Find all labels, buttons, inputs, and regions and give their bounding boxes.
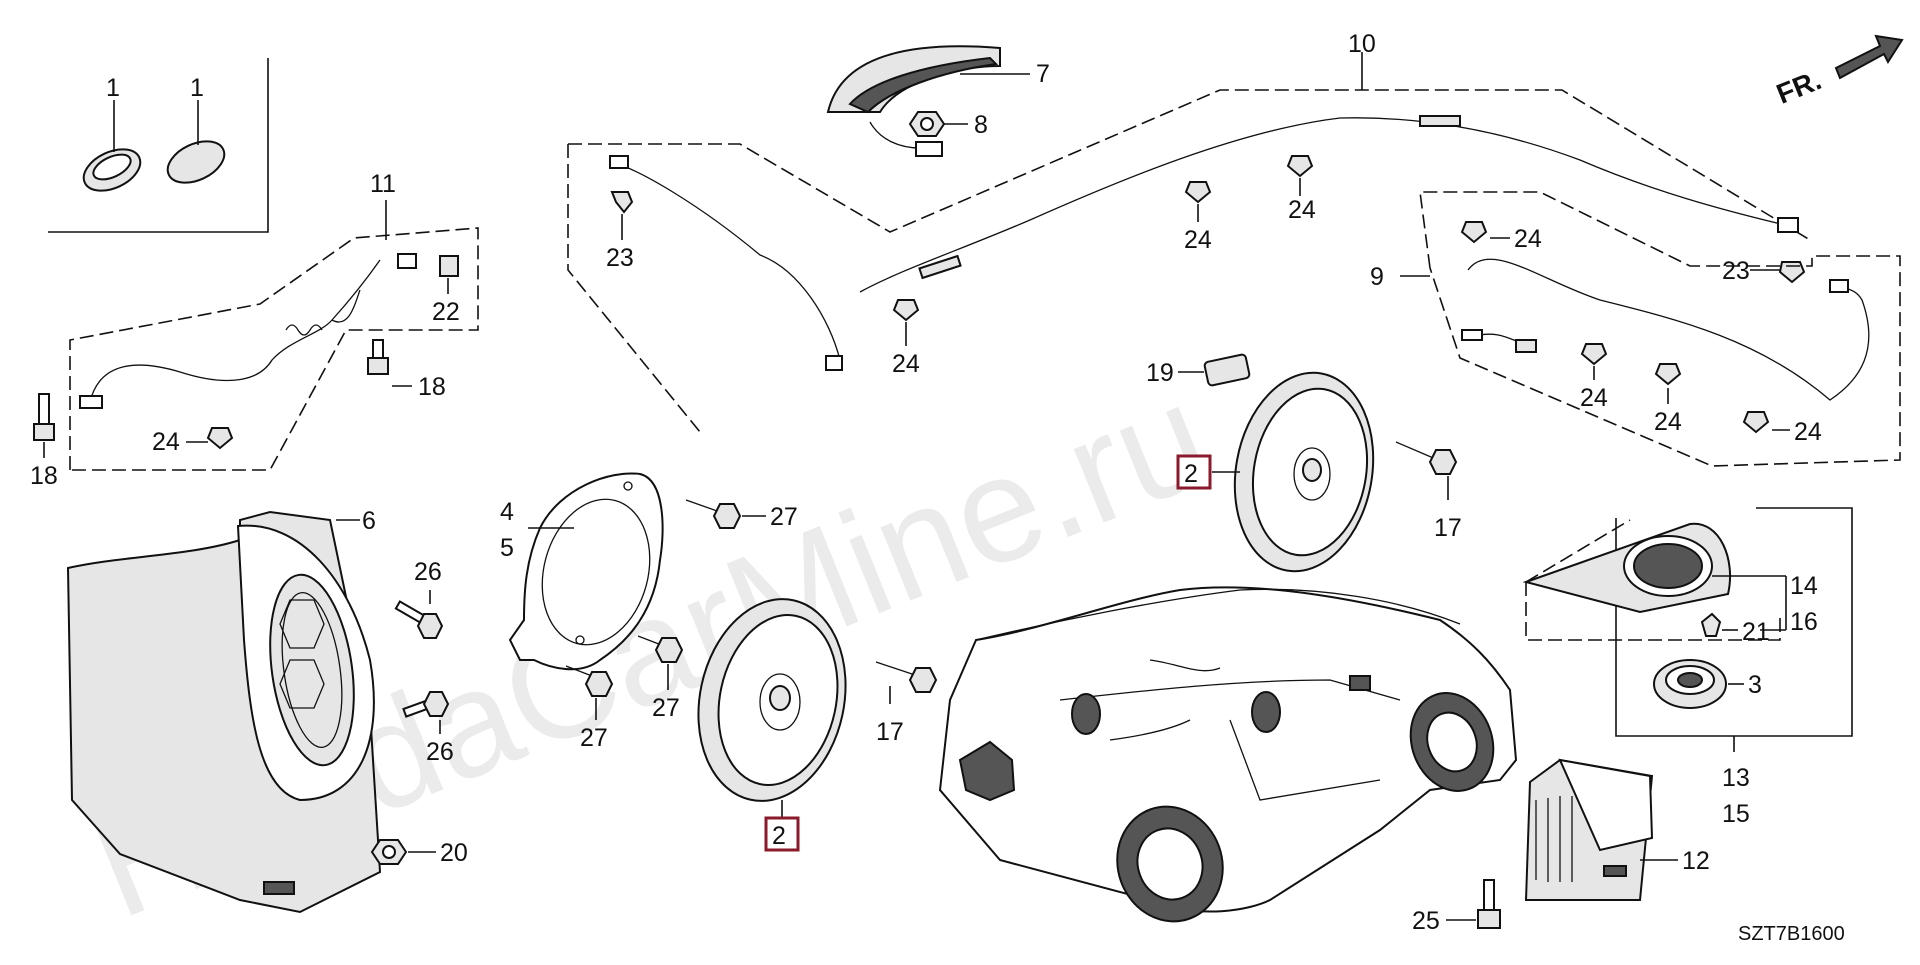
- callout-20: 20: [440, 839, 468, 867]
- callout-19: 19: [1146, 359, 1174, 387]
- speaker-bracket[interactable]: [508, 472, 665, 671]
- callout-10: 10: [1348, 30, 1376, 58]
- callout-15: 15: [1722, 800, 1750, 828]
- roof-antenna[interactable]: [826, 45, 1001, 157]
- subwoofer-box[interactable]: [66, 510, 382, 914]
- screw-17[interactable]: [1395, 441, 1458, 475]
- rear-harness[interactable]: [1461, 258, 1870, 401]
- callout-1: 1: [106, 74, 120, 102]
- front-direction-arrow: [1834, 34, 1904, 80]
- callout-22: 22: [432, 298, 460, 326]
- door-speaker-rear[interactable]: [1220, 362, 1389, 583]
- callout-13: 13: [1722, 764, 1750, 792]
- callout-24: 24: [892, 350, 920, 378]
- callout-18: 18: [418, 373, 446, 401]
- callout-4: 4: [500, 498, 514, 526]
- screw-17[interactable]: [875, 661, 938, 693]
- clip-24[interactable]: [1654, 363, 1682, 386]
- clip-24[interactable]: [1286, 155, 1314, 178]
- callout-27: 27: [652, 694, 680, 722]
- callout-21: 21: [1742, 618, 1770, 646]
- callout-6: 6: [362, 507, 376, 535]
- callout-24: 24: [152, 428, 180, 456]
- bolt-18[interactable]: [367, 339, 389, 375]
- callout-17: 17: [876, 718, 904, 746]
- callout-2: 2: [772, 822, 786, 850]
- clip-24[interactable]: [206, 427, 234, 450]
- clip-24[interactable]: [892, 299, 920, 322]
- callout-17: 17: [1434, 514, 1462, 542]
- callout-9: 9: [1370, 263, 1384, 291]
- tweeter-speaker[interactable]: [1653, 659, 1727, 709]
- door-harness[interactable]: [79, 253, 417, 409]
- clip-23[interactable]: [610, 191, 634, 214]
- callout-11: 11: [370, 170, 396, 198]
- callout-12: 12: [1682, 847, 1710, 875]
- callout-3: 3: [1748, 671, 1762, 699]
- callout-24: 24: [1184, 226, 1212, 254]
- plugs-group: 1 1: [48, 58, 269, 233]
- clip-24[interactable]: [1460, 221, 1488, 244]
- clip-24[interactable]: [1184, 181, 1212, 204]
- callout-2-box: [1176, 454, 1212, 490]
- diagram-code: SZT7B1600: [1738, 923, 1845, 945]
- roof-harness[interactable]: [609, 115, 1799, 371]
- screw-27[interactable]: [685, 499, 742, 529]
- callout-18: 18: [30, 462, 58, 490]
- plug-ring[interactable]: [77, 141, 147, 199]
- callout-24: 24: [1580, 384, 1608, 412]
- plug-cap[interactable]: [161, 133, 231, 191]
- callout-26: 26: [426, 738, 454, 766]
- tweeter-garnish[interactable]: [1522, 522, 1732, 614]
- callout-7: 7: [1036, 60, 1050, 88]
- callout-26: 26: [414, 558, 442, 586]
- callout-27: 27: [770, 503, 798, 531]
- callout-24: 24: [1654, 408, 1682, 436]
- car-body: [938, 586, 1518, 923]
- bolt-18[interactable]: [33, 393, 55, 441]
- bolt-26[interactable]: [394, 600, 444, 639]
- callout-1: 1: [190, 74, 204, 102]
- clip-23[interactable]: [1778, 261, 1806, 284]
- callout-24: 24: [1514, 225, 1542, 253]
- clip-24[interactable]: [1742, 411, 1770, 434]
- grommet-19[interactable]: [1203, 353, 1251, 387]
- callout-27: 27: [580, 724, 608, 752]
- door-speaker-front[interactable]: [680, 585, 863, 814]
- callout-2-box: [764, 816, 800, 852]
- clip-24[interactable]: [1580, 343, 1608, 366]
- callout-23: 23: [1722, 257, 1750, 285]
- callout-24: 24: [1288, 196, 1316, 224]
- callout-8: 8: [974, 111, 988, 139]
- callout-16: 16: [1790, 608, 1818, 636]
- callout-14: 14: [1790, 572, 1818, 600]
- antenna-nut[interactable]: [908, 111, 946, 137]
- bolt-25[interactable]: [1477, 879, 1501, 929]
- bolt-26[interactable]: [402, 691, 450, 718]
- callout-23: 23: [606, 244, 634, 272]
- screw-27[interactable]: [637, 635, 684, 663]
- clip-21[interactable]: [1700, 612, 1722, 637]
- screw-27[interactable]: [565, 665, 614, 697]
- audio-unit[interactable]: [1524, 758, 1654, 901]
- nut-20[interactable]: [370, 839, 408, 865]
- clip-22[interactable]: [439, 255, 459, 277]
- callout-2: 2: [1184, 460, 1198, 488]
- callout-5: 5: [500, 534, 514, 562]
- direction-label: FR.: [1772, 64, 1825, 110]
- callout-24: 24: [1794, 418, 1822, 446]
- callout-25: 25: [1412, 907, 1440, 935]
